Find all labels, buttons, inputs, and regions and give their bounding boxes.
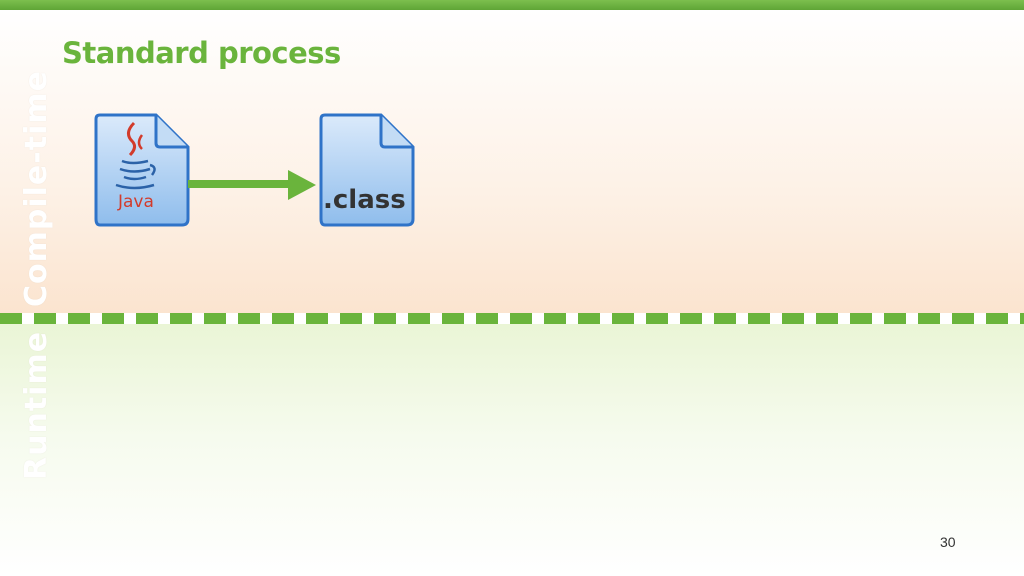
zone-divider: [0, 313, 1024, 324]
runtime-zone: [0, 324, 1024, 576]
class-file-icon: .class: [319, 113, 415, 227]
class-label: .class: [323, 185, 406, 215]
java-file-icon: Java: [94, 113, 190, 227]
page-number: 30: [940, 534, 956, 550]
top-accent-bar: [0, 0, 1024, 10]
java-cup-icon: [115, 121, 156, 190]
runtime-label: Runtime: [19, 330, 54, 480]
java-label: Java: [117, 192, 154, 212]
slide-title: Standard process: [62, 36, 341, 70]
compile-time-label: Compile-time: [19, 70, 54, 307]
compile-arrow: [188, 170, 316, 200]
